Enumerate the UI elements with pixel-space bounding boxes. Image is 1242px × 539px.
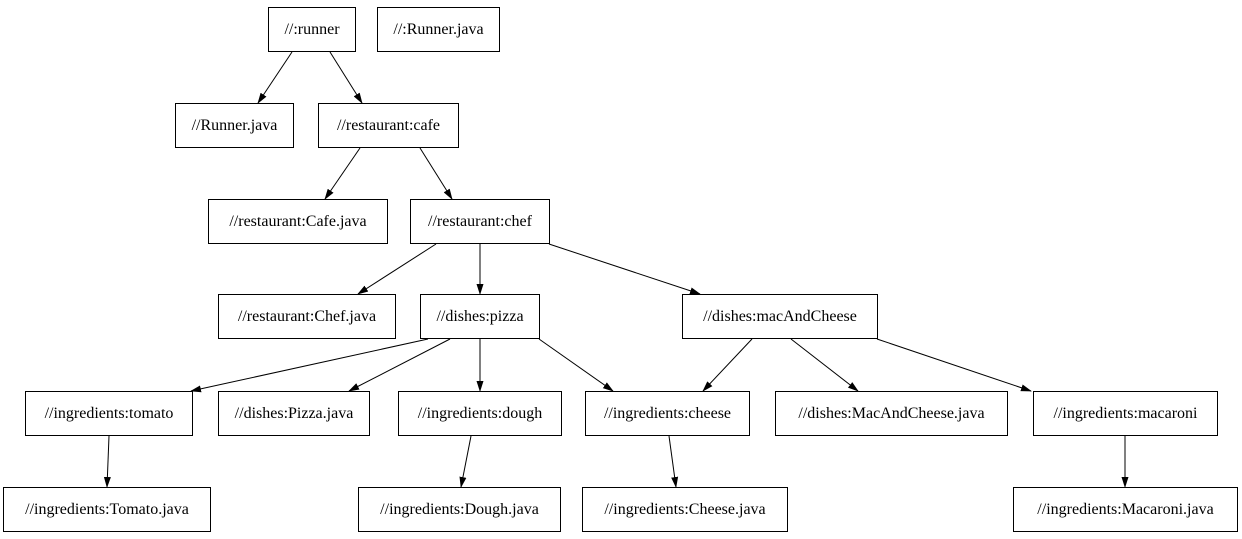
- graph-node-tomato-java: //ingredients:Tomato.java: [3, 487, 211, 532]
- graph-node-label: //ingredients:Cheese.java: [604, 500, 766, 518]
- edge-dough-to-dough-java: [459, 435, 472, 488]
- graph-node-label: //ingredients:Dough.java: [380, 500, 539, 518]
- graph-node-pizza: //dishes:pizza: [420, 294, 540, 339]
- graph-node-label: //ingredients:Macaroni.java: [1037, 500, 1214, 518]
- graph-node-runner-java: //Runner.java: [175, 103, 294, 148]
- graph-node-label: //restaurant:chef: [428, 212, 532, 230]
- graph-node-runner-java-root: //:Runner.java: [377, 7, 500, 52]
- edge-mac-and-cheese-to-mac-and-cheese-java: [790, 338, 859, 392]
- edge-pizza-to-cheese: [538, 338, 614, 392]
- graph-node-macaroni: //ingredients:macaroni: [1033, 391, 1218, 436]
- graph-node-pizza-java: //dishes:Pizza.java: [218, 391, 370, 436]
- graph-node-label: //restaurant:cafe: [336, 116, 441, 134]
- graph-node-runner: //:runner: [268, 7, 356, 52]
- graph-node-dough: //ingredients:dough: [398, 391, 562, 436]
- graph-node-label: //dishes:Pizza.java: [234, 404, 354, 422]
- graph-node-label: //:runner: [284, 20, 340, 38]
- graph-node-label: //restaurant:Chef.java: [237, 307, 377, 325]
- edge-cheese-to-cheese-java: [668, 435, 679, 488]
- edge-chef-to-chef-java: [357, 243, 437, 295]
- graph-node-label: //Runner.java: [191, 116, 278, 134]
- graph-node-cheese-java: //ingredients:Cheese.java: [582, 487, 788, 532]
- graph-node-tomato: //ingredients:tomato: [25, 391, 193, 436]
- graph-node-dough-java: //ingredients:Dough.java: [358, 487, 561, 532]
- graph-node-mac-and-cheese-java: //dishes:MacAndCheese.java: [775, 391, 1008, 436]
- edge-cafe-to-cafe-java: [324, 147, 361, 200]
- edge-tomato-to-tomato-java: [103, 435, 111, 488]
- graph-node-label: //ingredients:tomato: [44, 404, 174, 422]
- graph-node-label: //ingredients:Tomato.java: [25, 500, 189, 518]
- graph-node-label: //dishes:pizza: [436, 307, 524, 325]
- graph-node-mac-and-cheese: //dishes:macAndCheese: [682, 294, 878, 339]
- graph-node-chef: //restaurant:chef: [410, 199, 550, 244]
- edge-mac-and-cheese-to-macaroni: [876, 338, 1032, 392]
- edge-chef-to-mac-and-cheese: [548, 243, 701, 295]
- edge-pizza-to-pizza-java: [348, 338, 451, 392]
- graph-node-label: //ingredients:cheese: [603, 404, 732, 422]
- graph-node-cheese: //ingredients:cheese: [585, 391, 750, 436]
- edge-pizza-to-tomato: [190, 338, 429, 393]
- graph-node-chef-java: //restaurant:Chef.java: [218, 294, 396, 339]
- graph-node-label: //ingredients:macaroni: [1053, 404, 1198, 422]
- graph-node-label: //restaurant:Cafe.java: [229, 212, 367, 230]
- graph-node-cafe-java: //restaurant:Cafe.java: [208, 199, 388, 244]
- edge-runner-to-runner-java: [257, 51, 293, 104]
- edge-runner-to-cafe: [329, 51, 363, 104]
- graph-node-macaroni-java: //ingredients:Macaroni.java: [1013, 487, 1238, 532]
- edge-mac-and-cheese-to-cheese: [702, 338, 753, 392]
- edge-cafe-to-chef: [419, 147, 453, 200]
- graph-node-label: //dishes:macAndCheese: [703, 307, 857, 325]
- graph-node-label: //:Runner.java: [393, 20, 484, 38]
- graph-node-label: //dishes:MacAndCheese.java: [798, 404, 985, 422]
- graph-node-label: //ingredients:dough: [417, 404, 543, 422]
- graph-node-cafe: //restaurant:cafe: [318, 103, 459, 148]
